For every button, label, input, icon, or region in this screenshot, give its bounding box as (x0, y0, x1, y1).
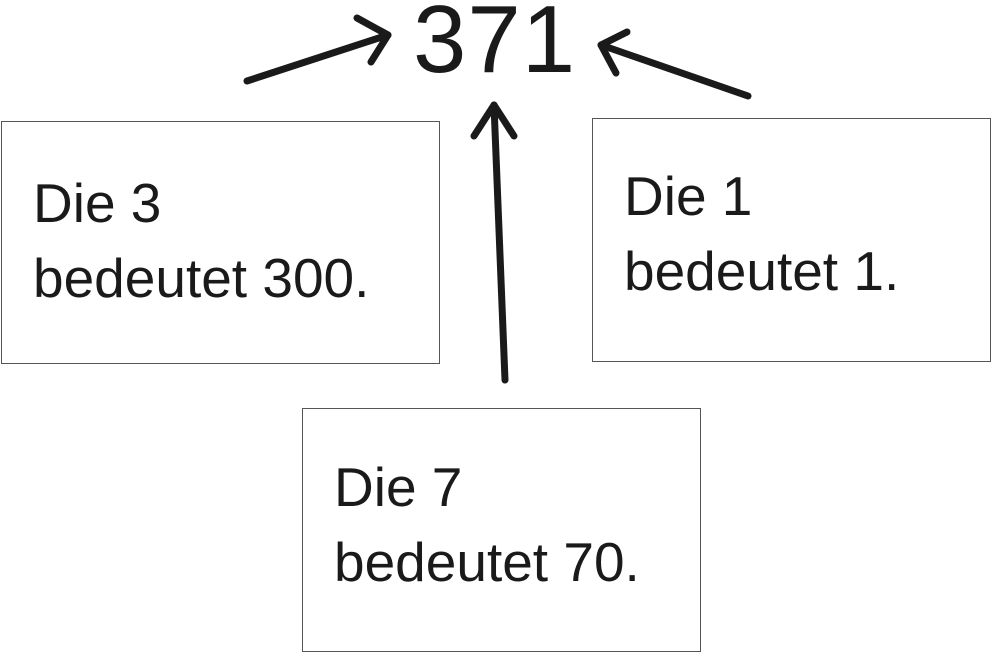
arrow-left (243, 14, 392, 85)
box-hundreds-text: Die 3 bedeutet 300. (33, 166, 369, 316)
box-tens-line1: Die 7 (334, 456, 463, 518)
box-hundreds-line2: bedeutet 300. (33, 247, 370, 309)
box-tens-line2: bedeutet 70. (334, 531, 640, 593)
box-ones-text: Die 1 bedeutet 1. (624, 159, 899, 309)
box-ones-line1: Die 1 (624, 165, 753, 227)
box-tens: Die 7 bedeutet 70. (302, 408, 701, 652)
box-tens-text: Die 7 bedeutet 70. (334, 450, 640, 600)
number-371: 371 (413, 0, 577, 93)
box-ones: Die 1 bedeutet 1. (592, 118, 991, 362)
box-ones-line2: bedeutet 1. (624, 240, 900, 302)
box-hundreds: Die 3 bedeutet 300. (1, 121, 440, 364)
arrow-right (597, 28, 752, 100)
arrow-middle (470, 101, 518, 384)
box-hundreds-line1: Die 3 (33, 172, 162, 234)
